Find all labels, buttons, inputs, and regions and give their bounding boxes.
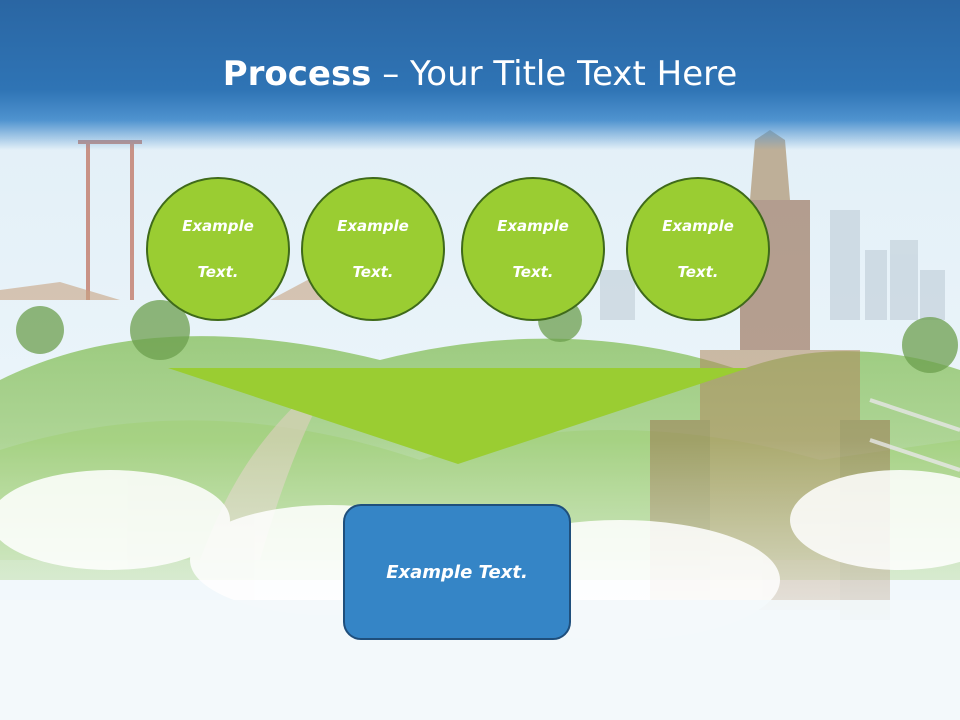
slide-title: Process – Your Title Text Here: [0, 52, 960, 96]
city-skyline: [600, 210, 945, 320]
result-box[interactable]: Example Text.: [343, 504, 571, 640]
circle-4-line1: Example: [662, 216, 734, 235]
circle-3-line1: Example: [497, 216, 569, 235]
circle-2-line2: Text.: [352, 262, 394, 281]
circle-2-line1: Example: [337, 216, 409, 235]
title-rest: – Your Title Text Here: [371, 54, 738, 94]
circle-1-line2: Text.: [197, 262, 239, 281]
circle-1-line1: Example: [182, 216, 254, 235]
title-bold: Process: [222, 54, 372, 94]
result-box-text: Example Text.: [386, 561, 528, 583]
header-band: [0, 0, 960, 150]
circle-4-line2: Text.: [677, 262, 719, 281]
circle-3-line2: Text.: [512, 262, 554, 281]
